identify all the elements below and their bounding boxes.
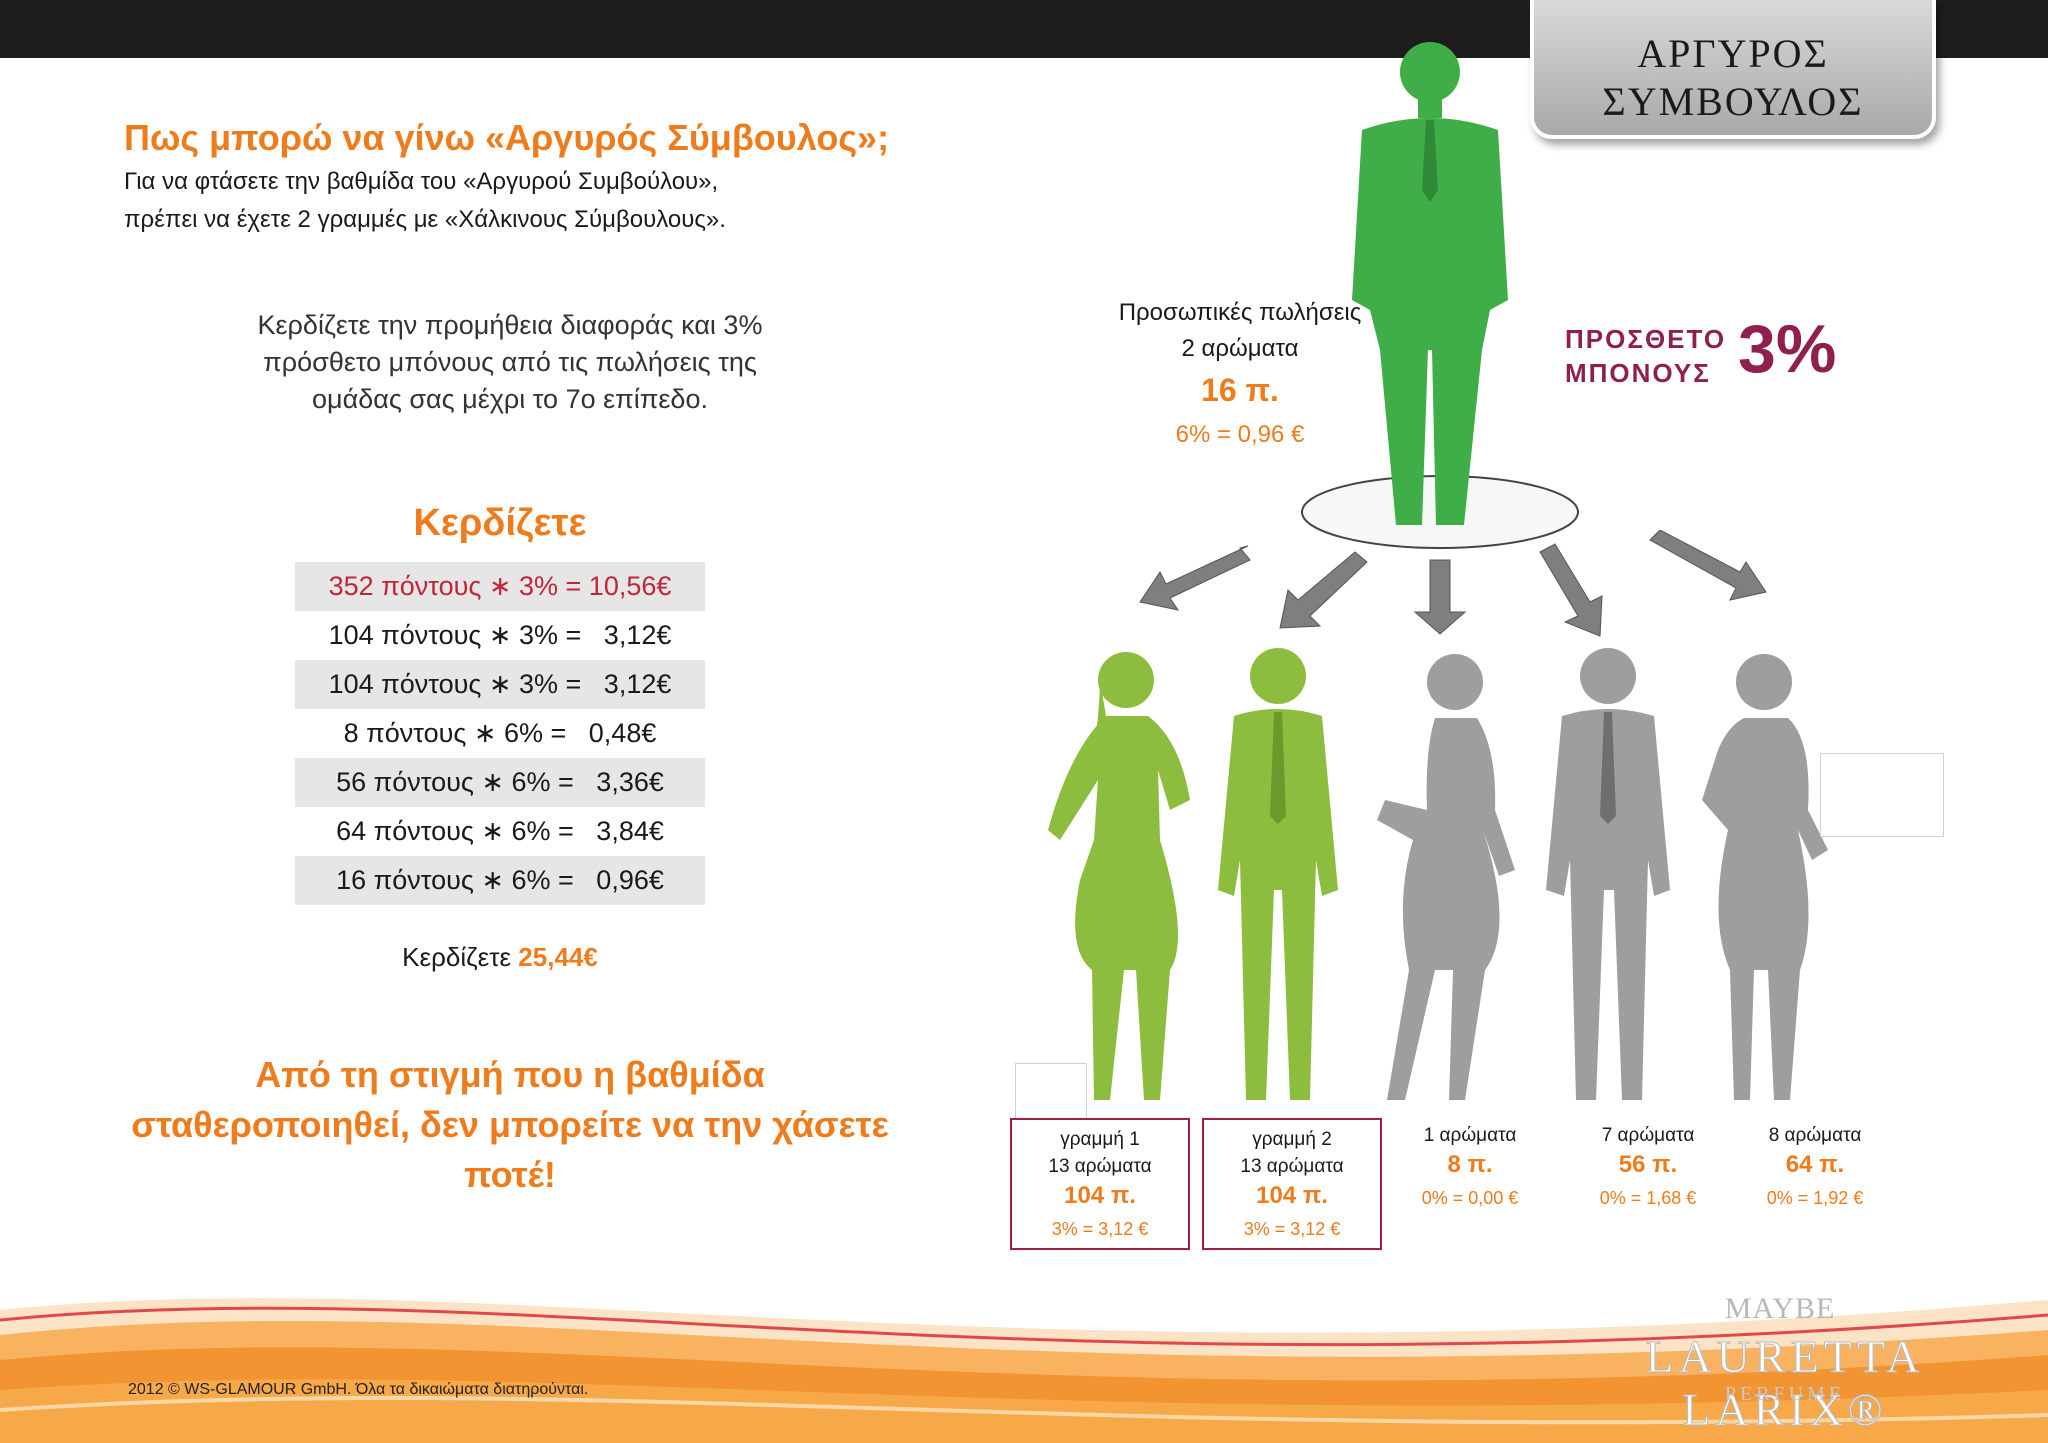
page-title: Πως μπορώ να γίνω «Αργυρός Σύμβουλος»; [124, 117, 890, 158]
earnings-row: 56 πόντους ∗ 6% = 3,36€ [295, 758, 705, 807]
member-pct: 3% = 3,12 € [1051, 1219, 1149, 1239]
silver-consultant-figure [1301, 42, 1579, 549]
stable-line2: σταθεροποιηθεί, δεν μπορείτε να την χάσε… [131, 1104, 889, 1145]
placeholder-box [1015, 1063, 1087, 1120]
member-text: γραμμή 1 [1060, 1129, 1140, 1150]
member-pct: 0% = 0,00 € [1421, 1188, 1519, 1208]
earnings-heading: Κερδίζετε [413, 502, 587, 544]
rank-badge: ΑΡΓΥΡΟΣ ΣΥΜΒΟΥΛΟΣ [1530, 0, 1936, 139]
footer-wave [0, 1298, 2048, 1443]
line2-man-figure [1218, 648, 1338, 1100]
member-label-3: 1 αρώματα 8 π. 0% = 0,00 € [1390, 1122, 1550, 1215]
member-points: 64 π. [1785, 1151, 1845, 1178]
intro-para-line2: πρόσθετο μπόνους από τις πωλήσεις της [263, 347, 757, 377]
line1-woman-figure [1048, 652, 1190, 1100]
personal-pct: 6% = 0,96 € [1175, 421, 1305, 448]
member-text: 13 αρώματα [1240, 1156, 1344, 1177]
stable-message: Από τη στιγμή που η βαθμίδα σταθεροποιηθ… [120, 1050, 900, 1200]
arrows-to-team [1139, 530, 1767, 637]
personal-sales: Προσωπικές πωλήσεις 2 αρώματα 16 π. 6% =… [1100, 295, 1380, 457]
member3-figure [1377, 654, 1515, 1100]
member-text: 7 αρώματα [1601, 1125, 1695, 1146]
copyright: 2012 © WS-GLAMOUR GmbH. Όλα τα δικαιώματ… [128, 1381, 589, 1398]
intro-para-line1: Κερδίζετε την προμήθεια διαφοράς και 3% [257, 310, 763, 340]
member-label-4: 7 αρώματα 56 π. 0% = 1,68 € [1568, 1122, 1728, 1215]
personal-points: 16 π. [1201, 372, 1279, 408]
badge-line1: ΑΡΓΥΡΟΣ [1637, 31, 1829, 76]
total-label: Κερδίζετε [402, 942, 519, 972]
intro-subtitle: Για να φτάσετε την βαθμίδα του «Αργυρού … [124, 163, 726, 239]
logo-perfume: PERFUME [1724, 1383, 1846, 1405]
member-pct: 0% = 1,92 € [1766, 1188, 1864, 1208]
earnings-row: 8 πόντους ∗ 6% = 0,48€ [343, 718, 657, 748]
intro-sub-line2: πρέπει να έχετε 2 γραμμές με «Χάλκινους … [124, 206, 726, 233]
intro-sub-line1: Για να φτάσετε την βαθμίδα του «Αργυρού … [124, 168, 719, 195]
earnings-table: 352 πόντους ∗ 3% = 10,56€ 104 πόντους ∗ … [295, 562, 705, 905]
member5-figure [1702, 654, 1828, 1100]
earnings-row: 104 πόντους ∗ 3% = 3,12€ [328, 620, 672, 650]
member4-figure [1546, 648, 1670, 1100]
total-value: 25,44€ [518, 942, 598, 972]
intro-paragraph: Κερδίζετε την προμήθεια διαφοράς και 3% … [190, 307, 830, 418]
member-text: 1 αρώματα [1423, 1125, 1517, 1146]
earnings-row: 16 πόντους ∗ 6% = 0,96€ [295, 856, 705, 905]
bonus-label: ΠΡΟΣΘΕΤΟ ΜΠΟΝΟΥΣ [1565, 322, 1726, 390]
member-text: 13 αρώματα [1048, 1156, 1152, 1177]
earnings-total: Κερδίζετε 25,44€ [300, 942, 700, 973]
earnings-row: 64 πόντους ∗ 6% = 3,84€ [336, 816, 664, 846]
intro-para-line3: ομάδας σας μέχρι το 7ο επίπεδο. [312, 384, 708, 414]
logo-maybe: MAYBE [1724, 1292, 1836, 1325]
member-points: 8 π. [1447, 1151, 1493, 1178]
placeholder-box [1820, 753, 1944, 837]
member-label-line2: γραμμή 2 13 αρώματα 104 π. 3% = 3,12 € [1202, 1118, 1382, 1250]
stable-line3: ποτέ! [464, 1154, 556, 1195]
badge-line2: ΣΥΜΒΟΥΛΟΣ [1602, 79, 1864, 124]
earnings-row: 352 πόντους ∗ 3% = 10,56€ [295, 562, 705, 611]
bonus-line1: ΠΡΟΣΘΕΤΟ [1565, 324, 1727, 354]
member-label-line1: γραμμή 1 13 αρώματα 104 π. 3% = 3,12 € [1010, 1118, 1190, 1250]
earnings-row: 104 πόντους ∗ 3% = 3,12€ [295, 660, 705, 709]
member-pct: 0% = 1,68 € [1599, 1188, 1697, 1208]
member-points: 56 π. [1618, 1151, 1678, 1178]
member-text: 8 αρώματα [1768, 1125, 1862, 1146]
personal-line2: 2 αρώματα [1181, 335, 1299, 362]
bonus-value: 3% [1738, 311, 1837, 387]
stable-line1: Από τη στιγμή που η βαθμίδα [255, 1054, 765, 1095]
member-label-5: 8 αρώματα 64 π. 0% = 1,92 € [1735, 1122, 1895, 1215]
bonus-line2: ΜΠΟΝΟΥΣ [1565, 358, 1711, 388]
member-text: γραμμή 2 [1252, 1129, 1332, 1150]
member-points: 104 π. [1256, 1182, 1328, 1209]
personal-line1: Προσωπικές πωλήσεις [1118, 299, 1362, 326]
member-points: 104 π. [1064, 1182, 1136, 1209]
member-pct: 3% = 3,12 € [1243, 1219, 1341, 1239]
logo-name: LAURETTA LARIX® [1645, 1331, 1925, 1436]
